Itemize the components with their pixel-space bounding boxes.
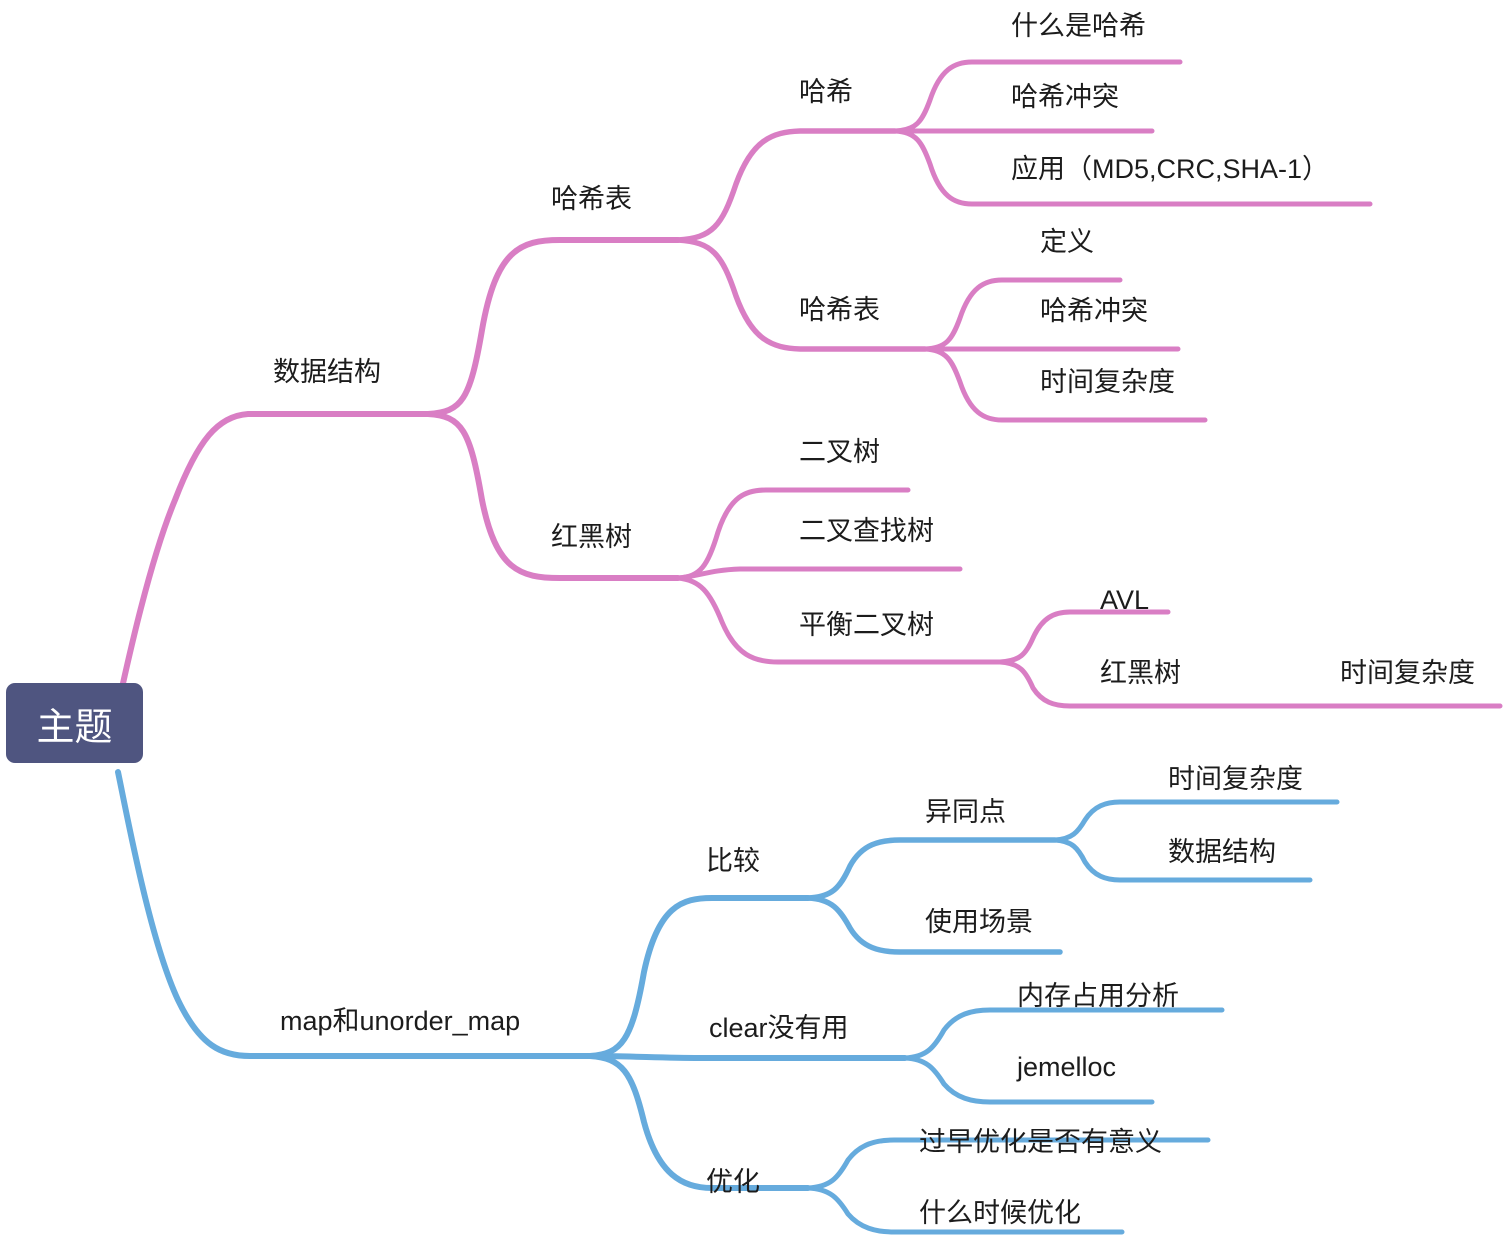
- connector-hash-table-to-hash: [675, 128, 898, 243]
- node-label-what-is-hash[interactable]: 什么是哈希: [1011, 11, 1146, 41]
- node-label-memory-analysis[interactable]: 内存占用分析: [1017, 981, 1179, 1011]
- node-label-avl[interactable]: AVL: [1100, 585, 1150, 615]
- root-node[interactable]: 主题: [6, 683, 143, 763]
- connector-hash-to-what-is-hash: [892, 59, 1183, 134]
- node-label-data-structure-2[interactable]: 数据结构: [1168, 837, 1276, 867]
- node-label-map-unordered-map[interactable]: map和unorder_map: [280, 1006, 521, 1036]
- connector-similarities-to-time-complexity: [1052, 799, 1340, 843]
- connector-comparison-to-use-cases: [805, 895, 1063, 955]
- connector-clear-to-memory-analysis: [902, 1007, 1225, 1061]
- node-label-hash-collision-1[interactable]: 哈希冲突: [1011, 82, 1119, 112]
- connector-hash-table-2-to-time-complexity-1: [922, 346, 1208, 423]
- connector-hash-to-applications: [892, 128, 1373, 207]
- node-label-jemelloc[interactable]: jemelloc: [1017, 1052, 1117, 1082]
- connector-hash-table-2-to-definition: [922, 277, 1123, 352]
- connector-optimization-to-when-optimize: [805, 1185, 1125, 1235]
- node-label-definition[interactable]: 定义: [1040, 227, 1094, 257]
- node-label-when-to-optimize[interactable]: 什么时候优化: [919, 1198, 1081, 1228]
- connector-map-to-comparison: [587, 895, 811, 1059]
- connector-map-to-optimization: [587, 1053, 811, 1191]
- connector-red-black-tree-to-binary-search-tree: [675, 566, 963, 581]
- node-label-premature-optimization[interactable]: 过早优化是否有意义: [919, 1127, 1162, 1157]
- node-label-time-complexity-1[interactable]: 时间复杂度: [1040, 367, 1175, 397]
- root-node-label: 主题: [36, 706, 113, 749]
- connector-clear-to-jemelloc: [902, 1055, 1155, 1105]
- connector-balanced-binary-tree-to-rb-tree-2: [997, 659, 1503, 709]
- node-label-hash[interactable]: 哈希: [799, 77, 853, 107]
- connector-map-to-clear-useless: [587, 1053, 908, 1061]
- connector-hash-table-to-hash-table-2: [675, 237, 928, 352]
- node-label-data-structure[interactable]: 数据结构: [273, 357, 381, 387]
- node-label-red-black-tree[interactable]: 红黑树: [551, 522, 632, 552]
- node-label-hash-table[interactable]: 哈希表: [551, 184, 632, 214]
- node-label-rb-tree-2[interactable]: 红黑树: [1100, 658, 1181, 688]
- node-label-use-cases[interactable]: 使用场景: [925, 907, 1033, 937]
- connector-root-to-map-branch: [115, 769, 593, 1059]
- node-label-clear-useless[interactable]: clear没有用: [709, 1013, 849, 1043]
- connector-optimization-to-premature: [805, 1137, 1211, 1191]
- node-label-balanced-binary-tree[interactable]: 平衡二叉树: [799, 610, 934, 640]
- node-label-time-complexity-3[interactable]: 时间复杂度: [1168, 764, 1303, 794]
- node-label-binary-search-tree[interactable]: 二叉查找树: [799, 516, 934, 546]
- node-label-time-complexity-2[interactable]: 时间复杂度: [1340, 658, 1475, 688]
- node-label-similarities[interactable]: 异同点: [925, 797, 1006, 827]
- connector-similarities-to-data-structure: [1052, 837, 1313, 883]
- connector-balanced-binary-tree-to-avl: [997, 609, 1171, 665]
- node-label-hash-collision-2[interactable]: 哈希冲突: [1040, 296, 1148, 326]
- node-label-hash-table-2[interactable]: 哈希表: [799, 295, 880, 325]
- connector-root-to-data-structure: [115, 411, 431, 709]
- node-label-optimization[interactable]: 优化: [706, 1167, 760, 1197]
- connector-data-structure-to-hash-table: [425, 237, 681, 417]
- node-label-binary-tree[interactable]: 二叉树: [799, 437, 880, 467]
- connector-comparison-to-similarities: [805, 837, 1058, 901]
- node-label-comparison[interactable]: 比较: [706, 846, 760, 876]
- connector-data-structure-to-red-black-tree: [425, 411, 681, 581]
- connector-red-black-tree-to-balanced-binary-tree: [675, 575, 1003, 665]
- node-label-applications[interactable]: 应用（MD5,CRC,SHA-1）: [1011, 154, 1330, 184]
